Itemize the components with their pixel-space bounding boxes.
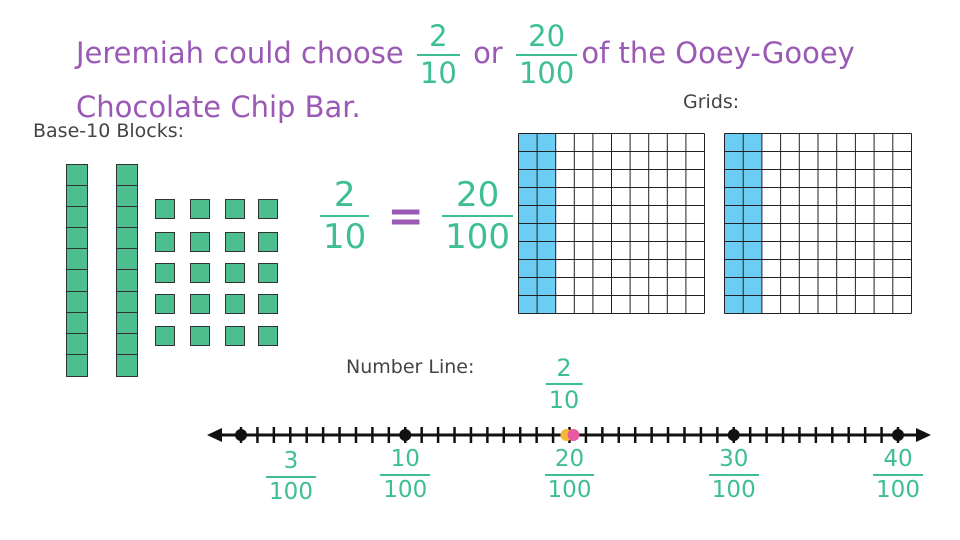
- hundred-grid-2: [724, 133, 912, 314]
- unit-cube: [190, 326, 210, 346]
- number-line-top-fraction: 2 10: [542, 356, 587, 412]
- unit-cube: [225, 199, 245, 219]
- unit-cube: [258, 232, 278, 252]
- right-arrow-icon: [916, 428, 931, 442]
- point-dot: [892, 429, 904, 441]
- title-fraction-2-10: 2 10: [416, 22, 460, 88]
- base10-label: Base-10 Blocks:: [33, 120, 185, 142]
- title-text-before: Jeremiah could choose: [76, 36, 404, 70]
- unit-cube: [155, 199, 175, 219]
- unit-cube: [225, 326, 245, 346]
- marker-dot-pink: [567, 429, 580, 441]
- unit-cube: [258, 199, 278, 219]
- point-dot: [235, 429, 247, 441]
- equation-left-fraction: 2 10: [320, 178, 370, 254]
- unit-cube: [155, 326, 175, 346]
- unit-cube: [258, 294, 278, 314]
- unit-cube: [155, 263, 175, 283]
- fraction-equation: 2 10 = 20 100: [316, 178, 517, 254]
- left-arrow-icon: [207, 428, 222, 442]
- unit-cube: [155, 232, 175, 252]
- unit-cube: [225, 232, 245, 252]
- equals-sign: =: [387, 190, 425, 242]
- title-line2: Chocolate Chip Bar.: [76, 90, 361, 124]
- unit-cube: [258, 263, 278, 283]
- unit-cube: [225, 263, 245, 283]
- ten-rod: [66, 164, 88, 377]
- title-fraction-20-100: 20 100: [515, 22, 578, 88]
- grids-label: Grids:: [683, 91, 740, 113]
- title-connector: or: [473, 36, 503, 70]
- equation-right-fraction: 20 100: [442, 178, 514, 254]
- title-text-after: of the Ooey-Gooey: [581, 36, 855, 70]
- point-dot: [727, 429, 740, 441]
- title: Jeremiah could choose 2 10 or 20 100 of …: [76, 22, 876, 126]
- unit-cube: [190, 232, 210, 252]
- unit-cube: [155, 294, 175, 314]
- unit-cube: [190, 294, 210, 314]
- unit-cube: [190, 199, 210, 219]
- unit-cube: [225, 294, 245, 314]
- hundred-grid-1: [518, 133, 705, 314]
- ten-rod: [116, 164, 138, 377]
- unit-cube: [258, 326, 278, 346]
- number-line-label: Number Line:: [346, 356, 475, 378]
- point-dot: [399, 429, 412, 441]
- unit-cube: [190, 263, 210, 283]
